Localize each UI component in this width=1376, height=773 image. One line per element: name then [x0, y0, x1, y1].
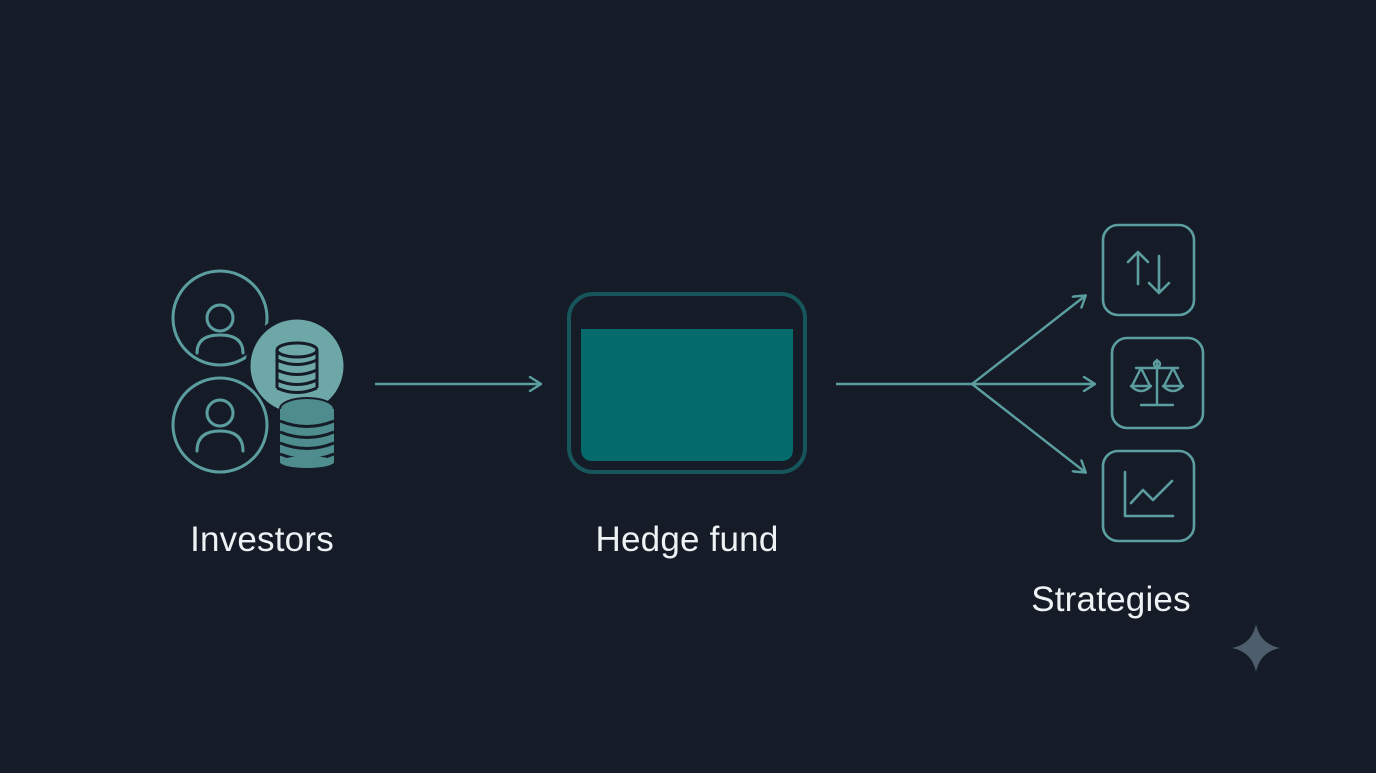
- user-icon: [171, 376, 269, 474]
- up-down-arrows-icon: [1126, 250, 1171, 295]
- balance-scale-icon: [1129, 358, 1185, 407]
- flow-arrows-fund-to-strategies: [836, 296, 1094, 472]
- strategy-box-performance: [1101, 449, 1196, 543]
- investors-label: Investors: [190, 520, 334, 559]
- sparkle-icon: [1232, 624, 1280, 672]
- coin-stack-icon: [279, 397, 335, 468]
- fund-panel-icon: [567, 292, 807, 474]
- investors-icon-group: [171, 269, 349, 474]
- hedge-fund-label: Hedge fund: [595, 520, 779, 559]
- branch-arrow-bottom: [971, 383, 1085, 472]
- strategies-label: Strategies: [1031, 580, 1191, 619]
- coin-stack-icon: [245, 314, 349, 418]
- strategy-box-balance: [1110, 336, 1205, 430]
- strategy-box-trading: [1101, 223, 1196, 317]
- line-chart-icon: [1123, 470, 1175, 518]
- user-icon: [171, 269, 269, 367]
- branch-arrow-top: [971, 296, 1085, 385]
